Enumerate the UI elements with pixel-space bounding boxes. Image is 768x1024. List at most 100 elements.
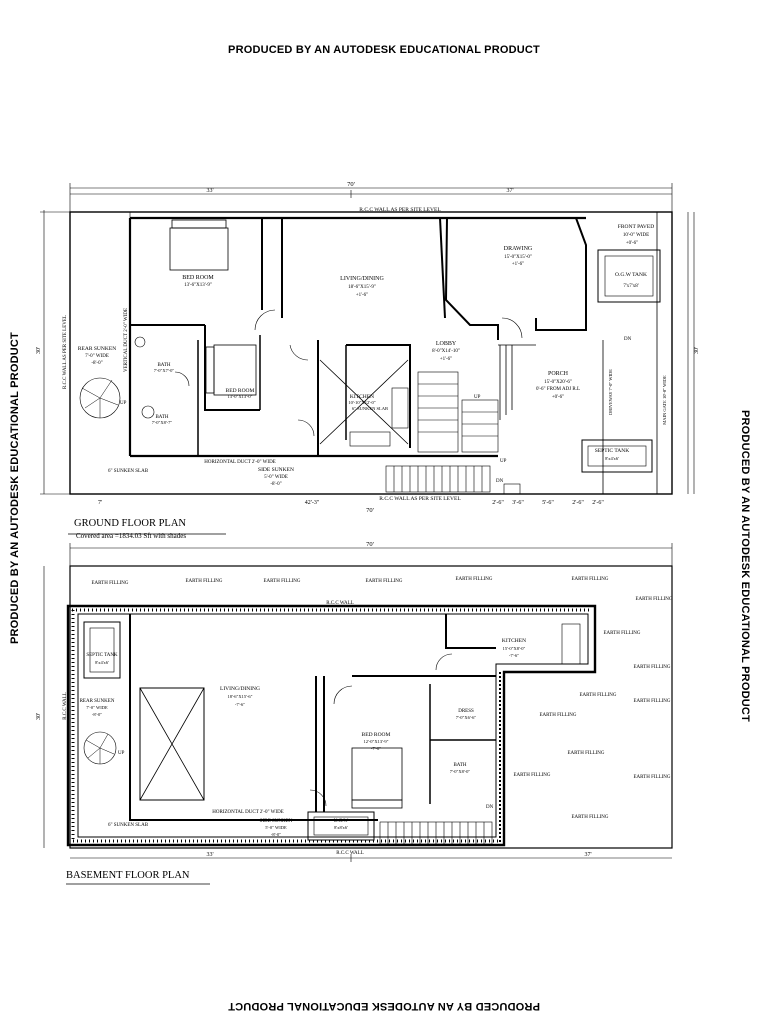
gf-bedroom1-label: BED ROOM [182, 275, 214, 281]
gf-rcc-wall-left: R.C.C WALL AS PER SITE LEVEL [63, 315, 68, 389]
gf-lobby-size: 8'-0"X14'-10" [432, 349, 460, 354]
bf-rear-sunken-level: -8'-0" [92, 712, 102, 717]
gf-bedroom2-label: BED ROOM [226, 388, 255, 394]
bf-earth-8: EARTH FILLING [603, 631, 640, 636]
bf-dress-label: DRESS [458, 709, 474, 714]
gf-up-front: UP [500, 459, 507, 464]
bf-earth-11: EARTH FILLING [633, 699, 670, 704]
gf-lobby-label: LOBBY [436, 341, 457, 347]
gf-bath2-label: BATH [155, 415, 168, 420]
bf-horizontal-duct: HORIZONTAL DUCT 2'-0" WIDE [212, 810, 283, 815]
gf-main-gate: MAIN GATE 10'-0" WIDE [662, 375, 667, 425]
bf-rcc-wall-bottom: R.C.C WALL [336, 851, 364, 856]
bf-sunken-slab: 6" SUNKEN SLAB [108, 823, 149, 828]
bf-dn: DN [486, 805, 494, 810]
bf-earth-5: EARTH FILLING [455, 577, 492, 582]
bf-earth-10: EARTH FILLING [579, 693, 616, 698]
gf-front-paved-width: 10'-0" WIDE [623, 233, 649, 238]
gf-dim-bottom-6: 2'-6" [572, 500, 584, 506]
gf-dim-bottom-1: 7' [98, 500, 102, 506]
bf-ugw-size: 8'x8'x6' [334, 825, 348, 830]
bf-bedroom-size: 12'-0"X13'-9" [363, 739, 388, 744]
gf-drawing-level: +1'-6" [512, 262, 524, 267]
gf-bedroom2-size: 13'-0"X13'-0" [227, 394, 252, 399]
gf-porch-level: +0'-6" [552, 395, 564, 400]
gf-septic-size: 8'x4'x6' [605, 456, 619, 461]
bf-dim-left: 30' [36, 713, 42, 720]
bf-dress-size: 7'-0"X6'-6" [456, 715, 477, 720]
bf-kitchen-level: -7'-6" [509, 653, 519, 658]
bf-side-sunken-width: 5'-0" WIDE [265, 825, 287, 830]
gf-ogw-size: 7'x7'x8' [623, 284, 638, 289]
gf-ogw-label: O.G.W TANK [615, 272, 647, 278]
bf-earth-9: EARTH FILLING [633, 665, 670, 670]
bf-earth-7: EARTH FILLING [635, 597, 672, 602]
gf-dim-bottom-4: 3'-6" [512, 500, 524, 506]
bf-dim-bottom-right: 37' [584, 852, 591, 858]
bf-earth-4: EARTH FILLING [365, 579, 402, 584]
gf-up-stair: UP [474, 395, 481, 400]
gf-dim-top-left: 33' [206, 188, 213, 194]
gf-kitchen-label: KITCHEN [350, 394, 374, 400]
gf-dim-bottom-3: 2'-6" [492, 500, 504, 506]
gf-dim-bottom-7: 2'-6" [592, 500, 604, 506]
bf-rear-sunken-width: 7'-0" WIDE [86, 705, 108, 710]
bf-earth-2: EARTH FILLING [185, 579, 222, 584]
gf-dim-bottom-2: 42'-3" [305, 500, 320, 506]
bf-bedroom-label: BED ROOM [362, 732, 391, 738]
bf-side-sunken: SIDE SUNKEN [260, 819, 293, 824]
gf-lobby-level: +1'-6" [440, 357, 452, 362]
ground-floor-covered-area: Covered area =1834.03 Sft with shades [76, 532, 187, 540]
bf-living-size: 18'-6"X15'-6" [227, 694, 252, 699]
bf-earth-12: EARTH FILLING [539, 713, 576, 718]
gf-living-label: LIVING/DINING [340, 276, 384, 282]
gf-rear-sunken-level: -8'-0" [91, 361, 102, 366]
gf-front-paved: FRONT PAVED [618, 224, 654, 230]
gf-dim-right: 30' [694, 347, 700, 354]
gf-kitchen-size: 10'-10"X12'-0" [348, 400, 375, 405]
bf-earth-3: EARTH FILLING [263, 579, 300, 584]
gf-dim-bottom-5: 5'-6" [542, 500, 554, 506]
gf-bath1-label: BATH [157, 363, 170, 368]
bf-bedroom-level: -7'-6" [371, 746, 381, 751]
gf-rear-sunken-width: 7'-0" WIDE [85, 354, 109, 359]
gf-up-rear: UP [120, 401, 127, 406]
gf-side-sunken-width: 5'-0" WIDE [264, 475, 288, 480]
gf-porch-label: PORCH [548, 371, 569, 377]
bf-bath-size: 7'-0"X8'-0" [450, 769, 471, 774]
bf-earth-15: EARTH FILLING [633, 775, 670, 780]
watermark-top: PRODUCED BY AN AUTODESK EDUCATIONAL PROD… [228, 44, 540, 56]
gf-porch-note: 0'-6" FROM ADJ R.L [536, 387, 580, 392]
gf-sunken-slab: 6" SUNKEN SLAB [108, 469, 149, 474]
gf-porch-size: 15'-0"X20'-6" [544, 380, 572, 385]
bf-septic-label: SEPTIC TANK [86, 653, 118, 658]
bf-side-sunken-level: -8'-0" [271, 832, 281, 837]
gf-dim-top-total: 70' [347, 181, 355, 188]
bf-earth-1: EARTH FILLING [91, 581, 128, 586]
basement-floor-title: BASEMENT FLOOR PLAN [66, 870, 190, 881]
gf-dim-bottom-total: 70' [366, 507, 374, 514]
gf-kitchen-slab: 6" SUNKEN SLAB [352, 406, 388, 411]
gf-horizontal-duct: HORIZONTAL DUCT 2'-0" WIDE [204, 460, 275, 465]
gf-rear-sunken: REAR SUNKEN [78, 346, 116, 352]
bf-kitchen-label: KITCHEN [502, 638, 526, 644]
gf-rcc-wall-top: R.C.C WALL AS PER SITE LEVEL [359, 207, 441, 213]
gf-bath2-size: 7'-0"X8'-7" [152, 420, 173, 425]
gf-dim-left: 30' [36, 347, 42, 354]
bf-earth-6: EARTH FILLING [571, 577, 608, 582]
gf-front-paved-level: +0'-6" [626, 241, 638, 246]
gf-drawing-size: 15'-0"X15'-0" [504, 255, 532, 260]
bf-rcc-wall-left: R.C.C WALL [63, 692, 68, 720]
gf-dn-side: DN [624, 337, 632, 342]
gf-vertical-duct: VERTICAL DUCT 2'-0" WIDE [124, 308, 129, 372]
gf-dn-front: DN [496, 479, 504, 484]
bf-up: UP [118, 751, 125, 756]
gf-side-sunken-level: -8'-0" [270, 482, 281, 487]
gf-living-level: +1'-6" [356, 293, 368, 298]
gf-bedroom1-size: 13'-6"X13'-9" [184, 283, 212, 288]
gf-bath1-size: 7'-0"X7'-0" [154, 368, 175, 373]
bf-rcc-wall-top: R.C.C WALL [326, 601, 354, 606]
bf-ugw-label: U.G.W [334, 819, 349, 824]
bf-earth-13: EARTH FILLING [567, 751, 604, 756]
